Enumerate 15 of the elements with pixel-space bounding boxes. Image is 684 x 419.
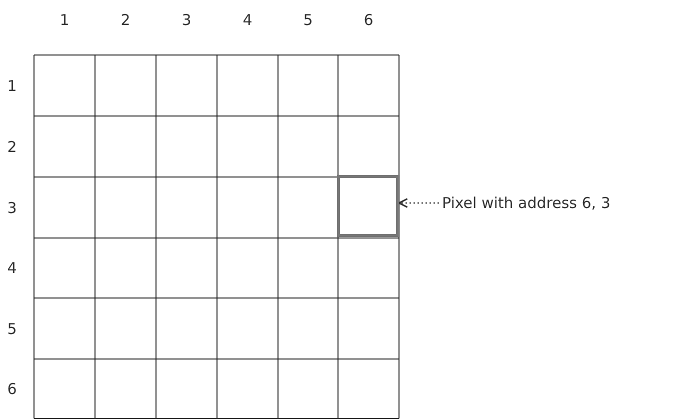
- column-number: 6: [364, 11, 374, 29]
- callout-text: Pixel with address 6, 3: [442, 194, 610, 212]
- row-number: 5: [7, 320, 17, 338]
- column-number: 3: [182, 11, 192, 29]
- column-number: 5: [303, 11, 313, 29]
- row-number: 4: [7, 259, 17, 277]
- column-number: 4: [242, 11, 252, 29]
- row-number: 1: [7, 76, 17, 94]
- leader-line: [398, 198, 439, 208]
- column-number: 2: [120, 11, 130, 29]
- highlighted-pixel: [337, 175, 399, 237]
- row-number: 3: [7, 198, 17, 216]
- column-number: 1: [60, 11, 70, 29]
- row-number: 2: [7, 138, 17, 156]
- row-number: 6: [7, 380, 17, 398]
